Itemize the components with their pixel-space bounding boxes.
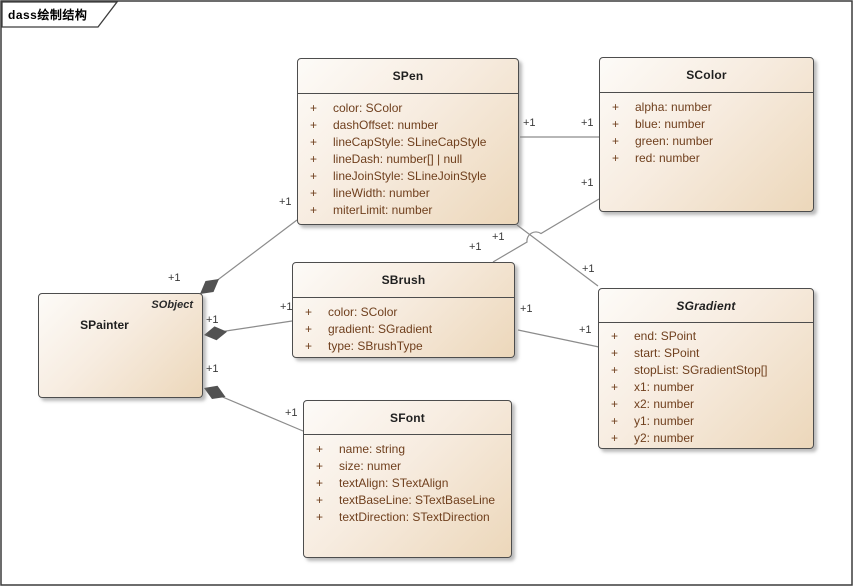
attribute-row: +alpha: number: [612, 100, 712, 114]
class-sgradient-header: SGradient: [599, 289, 813, 323]
multiplicity-label: +1: [206, 363, 219, 375]
multiplicity-label: +1: [582, 263, 595, 275]
multiplicity-label: +1: [523, 117, 536, 129]
attribute-row: +blue: number: [612, 117, 706, 131]
composition-diamond-sfont: [204, 385, 226, 399]
attribute-row: +gradient: SGradient: [305, 322, 433, 336]
association-spen-sgradient[interactable]: [516, 224, 599, 287]
class-scolor[interactable]: SColor +alpha: number +blue: number +green…: [599, 57, 814, 212]
class-scolor-attributes: +alpha: number +blue: number +green: numbe…: [600, 93, 813, 167]
class-sbrush-header: SBrush: [293, 263, 514, 298]
attribute-row: +red: number: [612, 151, 700, 165]
class-spainter[interactable]: SObject SPainter: [38, 293, 203, 398]
multiplicity-label: +1: [285, 407, 298, 419]
attribute-row: +lineDash: number[] | null: [310, 152, 463, 166]
attribute-row: +green: number: [612, 134, 714, 148]
class-sfont-title: SFont: [390, 410, 425, 425]
class-scolor-header: SColor: [600, 58, 813, 93]
attribute-row: +lineWidth: number: [310, 186, 430, 200]
attribute-row: +miterLimit: number: [310, 203, 433, 217]
class-sbrush-title: SBrush: [381, 273, 426, 287]
class-sbrush[interactable]: SBrush +color: SColor +gradient: SGradien…: [292, 262, 515, 358]
attribute-row: +size: numer: [316, 459, 402, 473]
composition-diamond-spen: [200, 279, 219, 294]
attribute-row: +dashOffset: number: [310, 118, 439, 132]
association-sbrush-scolor[interactable]: [492, 198, 600, 263]
attribute-row: +lineCapStyle: SLineCapStyle: [310, 135, 487, 149]
class-sfont-header: SFont: [304, 401, 511, 435]
attribute-row: +end: SPoint: [611, 329, 697, 343]
multiplicity-label: +1: [520, 303, 533, 315]
class-sfont[interactable]: SFont +name: string +size: numer +textAlig…: [303, 400, 512, 558]
class-sgradient[interactable]: SGradient +end: SPoint +start: SPoint +sto…: [598, 288, 814, 449]
attribute-row: +type: SBrushType: [305, 339, 423, 353]
attribute-row: +y2: number: [611, 431, 695, 445]
multiplicity-label: +1: [168, 272, 181, 284]
multiplicity-label: +1: [579, 324, 592, 336]
attribute-row: +lineJoinStyle: SLineJoinStyle: [310, 169, 487, 183]
association-sbrush-sgradient[interactable]: [517, 329, 600, 348]
attribute-row: +textDirection: STextDirection: [316, 510, 490, 524]
class-spen-header: SPen: [298, 59, 518, 94]
class-spen-title: SPen: [392, 69, 424, 83]
class-spen[interactable]: SPen +color: SColor +dashOffset: number +l…: [297, 58, 519, 225]
multiplicity-label: +1: [581, 117, 594, 129]
multiplicity-label: +1: [492, 231, 505, 243]
class-sfont-attributes: +name: string +size: numer +textAlign: STe…: [304, 435, 511, 526]
attribute-row: +color: SColor: [305, 305, 398, 319]
class-spainter-parent-ref: SObject: [151, 299, 193, 311]
attribute-row: +textBaseLine: STextBaseLine: [316, 493, 496, 507]
attribute-row: +stopList: SGradientStop[]: [611, 363, 768, 377]
attribute-row: +textAlign: STextAlign: [316, 476, 449, 490]
class-sgradient-title: SGradient: [676, 298, 736, 313]
class-spainter-title: SPainter: [80, 318, 129, 332]
attribute-row: +color: SColor: [310, 101, 403, 115]
multiplicity-label: +1: [279, 196, 292, 208]
multiplicity-label: +1: [206, 314, 219, 326]
attribute-row: +y1: number: [611, 414, 695, 428]
multiplicity-label: +1: [280, 301, 293, 313]
multiplicity-label: +1: [581, 177, 594, 189]
class-spen-attributes: +color: SColor +dashOffset: number +lineCa…: [298, 94, 518, 219]
composition-diamond-sbrush: [204, 326, 227, 341]
multiplicity-label: +1: [469, 241, 482, 253]
attribute-row: +start: SPoint: [611, 346, 700, 360]
frame-title: dass绘制结构: [8, 8, 88, 22]
attribute-row: +x2: number: [611, 397, 695, 411]
class-sgradient-attributes: +end: SPoint +start: SPoint +stopList: SGr…: [599, 323, 813, 447]
frame-title-tab: [1, 1, 119, 28]
attribute-row: +x1: number: [611, 380, 695, 394]
class-scolor-title: SColor: [686, 68, 727, 82]
class-sbrush-attributes: +color: SColor +gradient: SGradient +type:…: [293, 298, 514, 355]
attribute-row: +name: string: [316, 442, 406, 456]
